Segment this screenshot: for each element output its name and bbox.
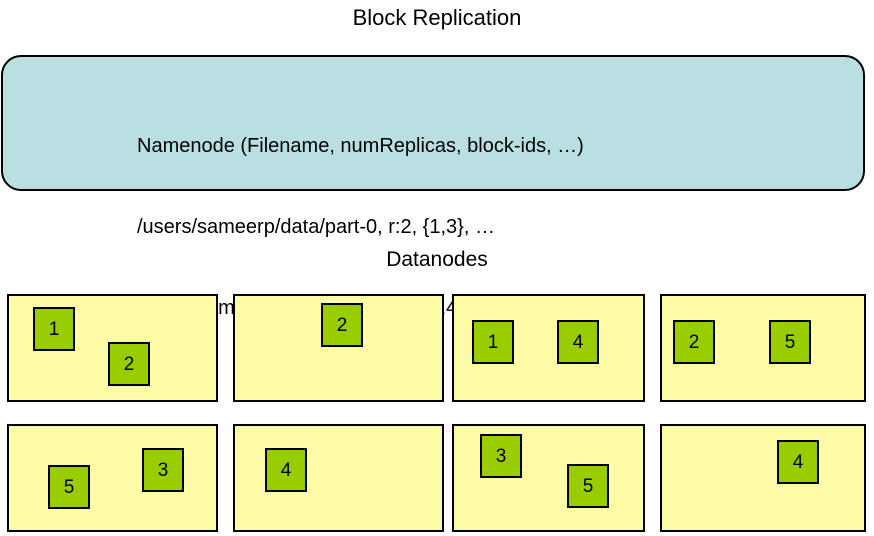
block-square: 5 — [769, 320, 811, 364]
block-square: 3 — [142, 448, 184, 492]
page-title: Block Replication — [352, 5, 522, 30]
block-square: 4 — [265, 448, 307, 492]
namenode-header: Namenode (Filename, numReplicas, block-i… — [137, 135, 584, 157]
block-square: 2 — [108, 342, 150, 386]
block-square: 5 — [48, 465, 90, 509]
datanode-8 — [660, 424, 866, 532]
block-square: 2 — [321, 303, 363, 347]
block-square: 2 — [673, 320, 715, 364]
block-square: 4 — [777, 440, 819, 484]
block-square: 1 — [33, 307, 75, 351]
block-square: 5 — [567, 464, 609, 508]
namenode-entry-part-0: /users/sameerp/data/part-0, r:2, {1,3}, … — [137, 216, 495, 238]
datanodes-label: Datanodes — [386, 248, 488, 271]
block-square: 4 — [557, 320, 599, 364]
datanode-5 — [7, 424, 218, 532]
block-square: 3 — [480, 434, 522, 478]
block-square: 1 — [472, 320, 514, 364]
namenode-box — [1, 55, 865, 191]
